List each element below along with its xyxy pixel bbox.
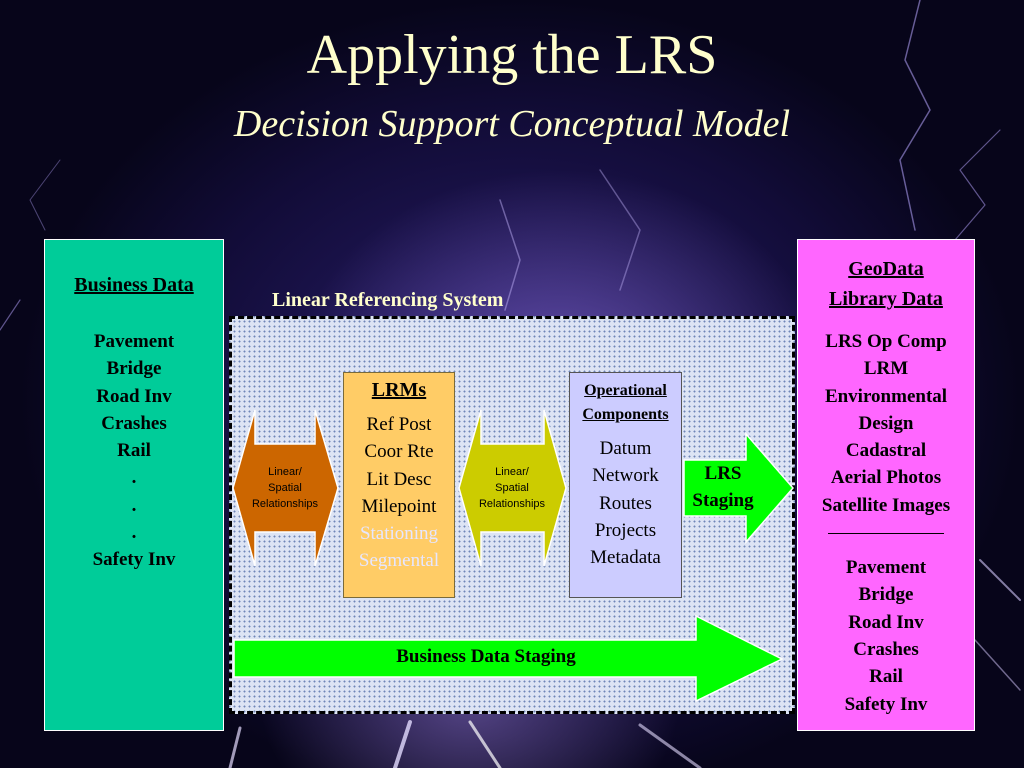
geodata-divider [828,533,944,535]
left-arrow-label: Linear/ Spatial Relationships [236,464,334,512]
operational-item: Routes [599,492,652,514]
geodata-list-top: LRS Op Comp LRM Environmental Design Cad… [798,328,974,519]
geodata-item: Crashes [853,638,919,660]
lrms-item: Lit Desc [366,468,432,490]
business-staging-arrow [233,614,784,703]
mid-arrow-line: Linear/ [495,466,529,478]
geodata-item: Satellite Images [821,494,951,516]
business-data-list: Pavement Bridge Road Inv Crashes Rail . … [45,328,223,574]
geodata-library-box: GeoData Library Data LRS Op Comp LRM Env… [797,239,975,731]
business-data-heading: Business Data [74,274,194,296]
geodata-item: LRM [863,358,909,380]
business-item: Rail [117,440,151,462]
geodata-item: LRS Op Comp [825,331,947,352]
geodata-item: Pavement [845,557,927,579]
operational-list: Datum Network Routes Projects Metadata [570,435,681,571]
geodata-item: Bridge [858,584,914,606]
business-data-box: Business Data Pavement Bridge Road Inv C… [44,239,224,731]
slide-title: Applying the LRS [306,24,718,86]
left-arrow-line: Linear/ [268,466,302,478]
operational-heading-line1: Operational [584,382,667,399]
lrms-item: Ref Post [366,414,432,435]
business-item: Safety Inv [92,549,176,571]
operational-heading: Operational Components [570,379,681,427]
lrms-list: Ref Post Coor Rte Lit Desc Milepoint Sta… [344,411,454,575]
operational-item: Projects [594,519,657,541]
lrs-staging-arrow [683,431,794,545]
lrms-item: Segmental [358,550,440,572]
operational-item: Datum [599,438,652,459]
lrs-region-label: Linear Referencing System [272,289,504,311]
geodata-heading: GeoData Library Data [798,254,974,314]
business-item: . [131,494,137,516]
mid-arrow-line: Relationships [478,498,546,510]
lrms-item: Coor Rte [364,441,434,463]
geodata-heading-line2: Library Data [829,288,943,310]
business-item: Crashes [101,412,167,434]
lrs-staging-line2: Staging [692,490,754,511]
geodata-list-bottom: Pavement Bridge Road Inv Crashes Rail Sa… [798,554,974,718]
mid-arrow-label: Linear/ Spatial Relationships [463,464,561,512]
lrms-box: LRMs Ref Post Coor Rte Lit Desc Milepoin… [343,372,455,598]
lrs-staging-line1: LRS [704,463,742,484]
geodata-item: Aerial Photos [830,467,942,489]
operational-components-box: Operational Components Datum Network Rou… [569,372,682,598]
mid-arrow-line: Spatial [495,482,529,494]
business-staging-label: Business Data Staging [396,646,576,667]
left-relationship-arrow [232,409,339,567]
business-item: Pavement [93,331,175,352]
business-item: Road Inv [96,385,172,407]
left-arrow-line: Relationships [251,498,319,510]
lrms-item: Stationing [359,523,439,545]
geodata-item: Rail [869,666,903,688]
lrms-item: Milepoint [361,495,437,517]
geodata-item: Environmental [824,385,948,407]
geodata-item: Safety Inv [844,693,928,715]
geodata-item: Design [858,412,914,434]
business-item: Bridge [106,358,162,380]
mid-relationship-arrow [458,409,567,567]
geodata-item: Road Inv [848,611,924,633]
operational-heading-line2: Components [582,406,669,423]
business-item: . [131,467,137,489]
operational-item: Metadata [590,547,661,569]
geodata-heading-line1: GeoData [848,258,924,280]
lrms-heading: LRMs [371,379,427,401]
slide-subtitle: Decision Support Conceptual Model [233,103,791,145]
left-arrow-line: Spatial [268,482,302,494]
operational-item: Network [592,465,659,487]
geodata-item: Cadastral [845,440,927,462]
business-item: . [131,522,137,544]
lrs-staging-label: LRS Staging [688,460,758,514]
